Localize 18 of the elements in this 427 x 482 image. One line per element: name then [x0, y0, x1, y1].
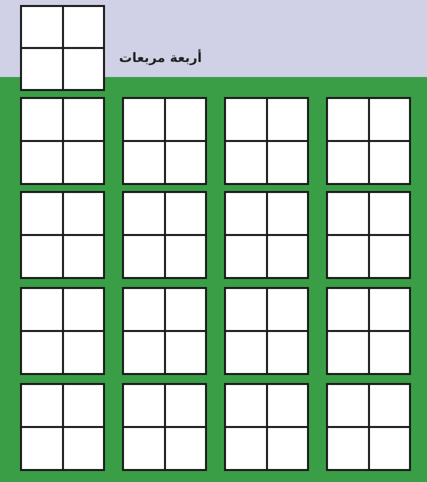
four-square-grid [122, 383, 207, 471]
four-square-grid [122, 287, 207, 375]
node-label: أربعة مربعات [119, 51, 202, 66]
four-square-grid [20, 97, 105, 185]
four-square-grid [20, 5, 105, 91]
four-square-grid [20, 383, 105, 471]
four-square-grid [224, 97, 309, 185]
four-square-grid [326, 191, 411, 279]
four-square-grid [224, 191, 309, 279]
four-square-grid [122, 191, 207, 279]
four-square-grid [326, 287, 411, 375]
four-square-grid [326, 383, 411, 471]
four-square-grid [224, 383, 309, 471]
four-square-grid [122, 97, 207, 185]
four-square-grid [20, 191, 105, 279]
four-square-grid [326, 97, 411, 185]
four-square-grid [224, 287, 309, 375]
four-square-grid [20, 287, 105, 375]
